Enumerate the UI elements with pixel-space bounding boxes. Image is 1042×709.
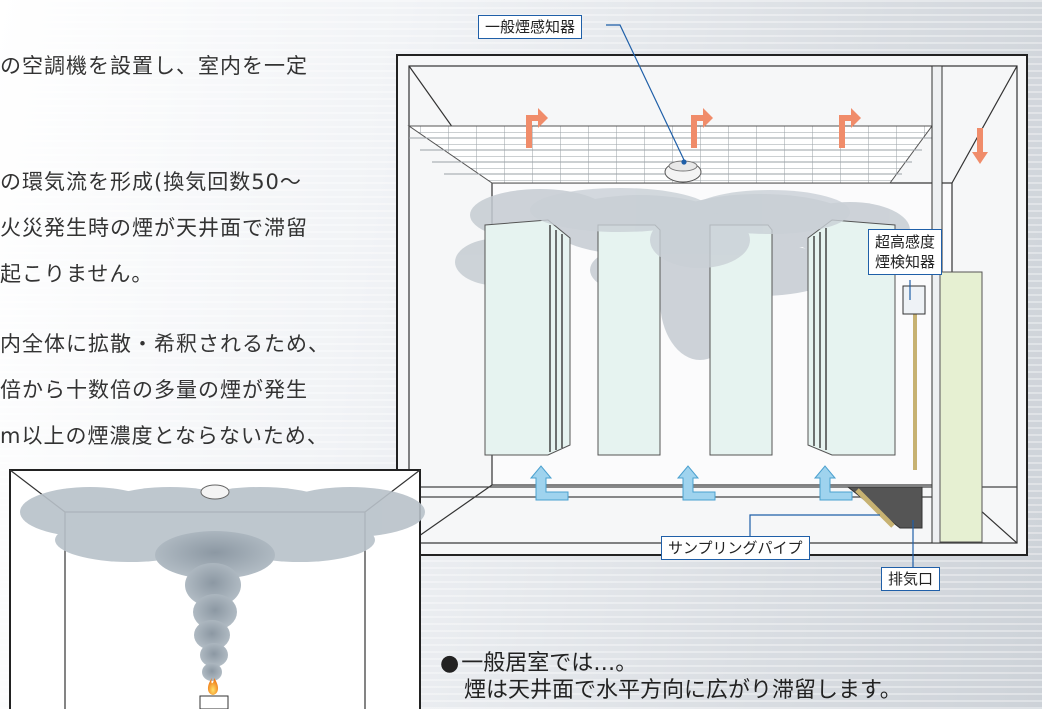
airflow-up-arrows: [526, 108, 988, 164]
smoke-column: [155, 531, 275, 681]
flame-icon: [207, 678, 219, 695]
air-conditioner-panel: [939, 271, 983, 543]
high-sensitivity-detector-label: 超高感度 煙検知器: [868, 229, 943, 275]
sampling-pipe-label: サンプリングパイプ: [661, 536, 810, 560]
general-detector-label: 一般煙感知器: [478, 15, 583, 39]
sampling-pipe: [855, 488, 895, 528]
ceiling-smoke-detector: [200, 484, 230, 500]
airflow-in-arrow: [813, 465, 853, 501]
paragraph-line: 内全体に拡散・希釈されるため、: [0, 332, 330, 356]
airflow-in-arrow: [676, 465, 716, 501]
airflow-up-arrow: [839, 108, 861, 148]
note-line-2: 煙は天井面で水平方向に広がり滞留します。: [464, 678, 902, 703]
fire-source: [199, 695, 229, 709]
paragraph-line: の環気流を形成(換気回数50～: [0, 170, 302, 194]
airflow-down-arrow: [972, 128, 988, 164]
ceiling-grid: [407, 125, 933, 184]
paragraph-line: 倍から十数倍の多量の煙が発生: [0, 378, 308, 402]
paragraph-line: の空調機を設置し、室内を一定: [0, 54, 308, 78]
exhaust-port-label: 排気口: [881, 567, 941, 591]
paragraph-line: m以上の煙濃度とならないため、: [0, 424, 329, 448]
note-line-1: ●一般居室では…。: [440, 650, 902, 677]
inset-general-room: [9, 469, 425, 709]
high-sensitivity-detector-unit: [902, 285, 926, 315]
airflow-in-arrow: [529, 465, 569, 501]
airflow-in-arrows: [529, 465, 853, 501]
diffused-smoke-front: [530, 188, 850, 268]
server-rack: [597, 224, 661, 456]
note-heading: 一般居室では…。: [461, 651, 638, 676]
callout-leaders: [606, 24, 914, 568]
bullet-icon: ●: [440, 651, 460, 676]
general-smoke-detector: [664, 160, 702, 183]
server-racks: [484, 219, 896, 456]
paragraph-line: 火災発生時の煙が天井面で滞留: [0, 216, 308, 240]
paragraph-line: 起こりません。: [0, 262, 154, 286]
airflow-up-arrow: [691, 108, 713, 148]
server-rack: [484, 219, 571, 456]
general-room-note: ●一般居室では…。 煙は天井面で水平方向に広がり滞留します。: [440, 650, 902, 704]
airflow-up-arrow: [526, 108, 548, 148]
